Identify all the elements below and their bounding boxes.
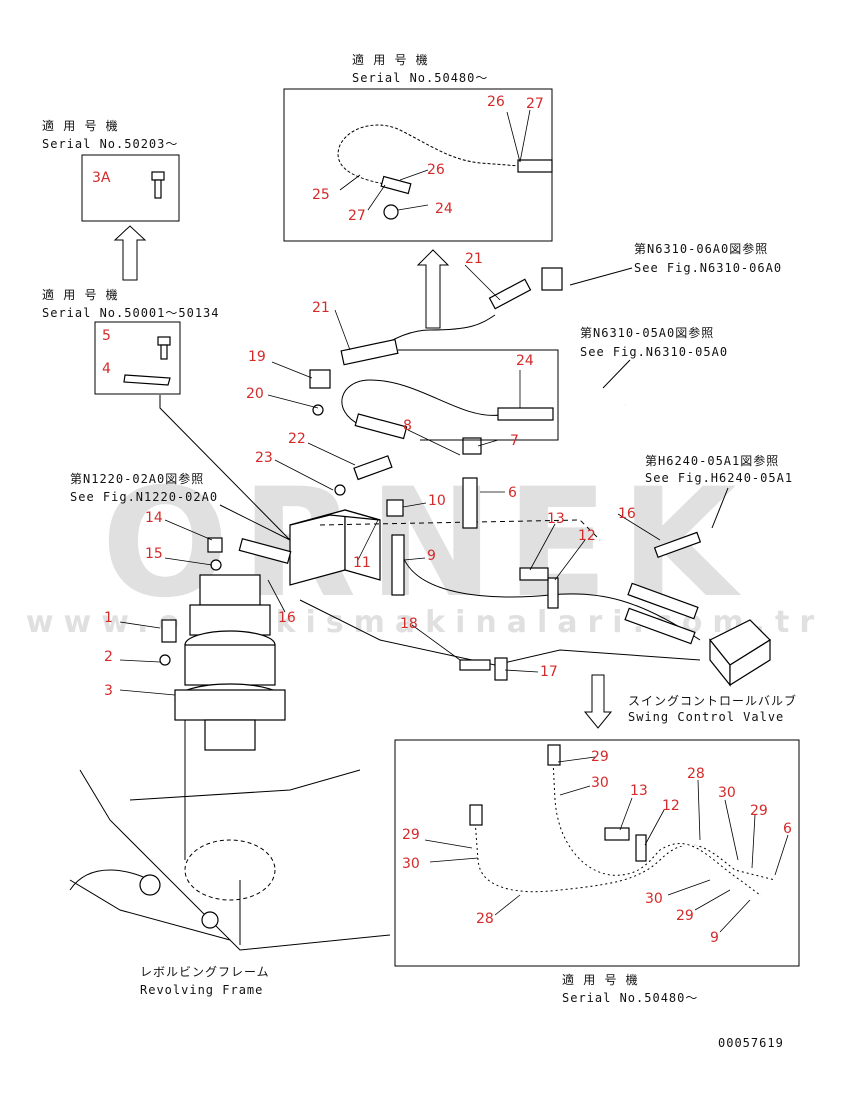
- caption-ref3-en: See Fig.H6240-05A1: [645, 471, 793, 485]
- callout-10: 10: [428, 493, 446, 509]
- callout-9-inset: 9: [710, 930, 719, 946]
- arrow-up-center: [416, 249, 450, 329]
- caption-top-center-jp: 適 用 号 機: [352, 52, 429, 67]
- clamp-12: [547, 577, 559, 609]
- inset-box-mid-left: [94, 321, 181, 395]
- callout-3a: 3A: [92, 170, 111, 186]
- callout-16-left: 16: [278, 610, 296, 626]
- callout-29-left: 29: [402, 827, 420, 843]
- leader-mid-left-to-block: [159, 395, 291, 541]
- caption-mid-left-jp: 適 用 号 機: [42, 287, 119, 302]
- caption-ref1-jp: 第N6310-06A0図参照: [634, 241, 768, 256]
- callout-29-bottom: 29: [676, 908, 694, 924]
- callout-19: 19: [248, 349, 266, 365]
- callout-30-top: 30: [591, 775, 609, 791]
- callout-24-loop: 24: [516, 353, 534, 369]
- callout-16-right: 16: [618, 506, 636, 522]
- callout-27-mid: 27: [348, 208, 366, 224]
- callout-6-inset: 6: [783, 821, 792, 837]
- callout-8: 8: [403, 418, 412, 434]
- callout-17: 17: [540, 664, 558, 680]
- callout-28-bottom: 28: [476, 911, 494, 927]
- caption-valve-en: Swing Control Valve: [628, 710, 784, 724]
- caption-frame-jp: レボルビングフレーム: [140, 965, 270, 979]
- callout-26-mid: 26: [427, 162, 445, 178]
- callout-20: 20: [246, 386, 264, 402]
- caption-ref2-jp: 第N6310-05A0図参照: [580, 325, 714, 340]
- callout-24-inset: 24: [435, 201, 453, 217]
- bolt-6: [462, 477, 478, 529]
- callout-7: 7: [510, 433, 519, 449]
- callout-13-inset: 13: [630, 783, 648, 799]
- caption-valve-jp: スイングコントロールバルブ: [628, 693, 797, 708]
- bolt-3a: [151, 171, 165, 199]
- caption-frame-en: Revolving Frame: [140, 983, 263, 997]
- callout-28-top: 28: [687, 766, 705, 782]
- hose-assembly-top-inset: [336, 123, 553, 220]
- ref1-arrow: [569, 267, 633, 286]
- caption-ref3-jp: 第H6240-05A1図参照: [645, 453, 779, 468]
- callout-30-bottom: 30: [645, 891, 663, 907]
- callout-6: 6: [508, 485, 517, 501]
- caption-top-left-en: Serial No.50203〜: [42, 137, 178, 151]
- callout-30-right: 30: [718, 785, 736, 801]
- ref2-arrow: [602, 359, 631, 389]
- revolving-frame: [69, 720, 391, 951]
- ref3-arrow: [711, 487, 729, 529]
- callout-27-top: 27: [526, 96, 544, 112]
- caption-ref4-jp: 第N1220-02A0図参照: [70, 471, 204, 486]
- callout-23: 23: [255, 450, 273, 466]
- inset-box-bottom: [394, 739, 800, 967]
- motor-mount-circle: [184, 839, 276, 901]
- hose-assembly-bottom-inset: [469, 744, 776, 897]
- callout-5: 5: [102, 328, 111, 344]
- swing-motor: [159, 537, 292, 751]
- inset-box-top-left: [81, 154, 180, 222]
- leader-lines: [119, 109, 789, 933]
- callout-15: 15: [145, 546, 163, 562]
- hose-24-8-loop: [341, 349, 559, 481]
- callout-14: 14: [145, 510, 163, 526]
- caption-ref1-en: See Fig.N6310-06A0: [634, 261, 782, 275]
- caption-top-center-en: Serial No.50480〜: [352, 71, 488, 85]
- hose-9: [391, 534, 405, 596]
- ref4-leader: [219, 504, 291, 541]
- callout-12: 12: [578, 528, 596, 544]
- callout-11: 11: [353, 555, 371, 571]
- arrow-up-left: [113, 225, 147, 281]
- swing-control-valve: [709, 619, 771, 687]
- callout-9: 9: [427, 548, 436, 564]
- callout-26-top: 26: [487, 94, 505, 110]
- callout-3: 3: [104, 683, 113, 699]
- caption-mid-left-en: Serial No.50001〜50134: [42, 306, 220, 320]
- callout-13: 13: [547, 511, 565, 527]
- caption-ref2-en: See Fig.N6310-05A0: [580, 345, 728, 359]
- callout-21-center: 21: [312, 300, 330, 316]
- callout-4: 4: [102, 361, 111, 377]
- callout-22: 22: [288, 431, 306, 447]
- callout-12-inset: 12: [662, 798, 680, 814]
- caption-top-left-jp: 適 用 号 機: [42, 118, 119, 133]
- caption-ref4-en: See Fig.N1220-02A0: [70, 490, 218, 504]
- callout-30-left: 30: [402, 856, 420, 872]
- callout-1: 1: [104, 610, 113, 626]
- callout-29-top: 29: [591, 749, 609, 765]
- callout-18: 18: [400, 616, 418, 632]
- hose-21-upper: [340, 267, 563, 366]
- caption-bottom-jp: 適 用 号 機: [562, 972, 639, 987]
- caption-bottom-en: Serial No.50480〜: [562, 991, 698, 1005]
- drawing-number: 00057619: [718, 1036, 784, 1050]
- bolt-13: [519, 567, 549, 581]
- callout-21-right: 21: [465, 251, 483, 267]
- hoses-to-valve: [459, 531, 702, 681]
- callout-25: 25: [312, 187, 330, 203]
- callout-2: 2: [104, 649, 113, 665]
- callout-29-right: 29: [750, 803, 768, 819]
- bolt-clamp-4-5: [123, 336, 171, 386]
- junction-block: [289, 509, 381, 586]
- elbow-fittings: [309, 369, 482, 517]
- arrow-down-valve: [583, 674, 613, 729]
